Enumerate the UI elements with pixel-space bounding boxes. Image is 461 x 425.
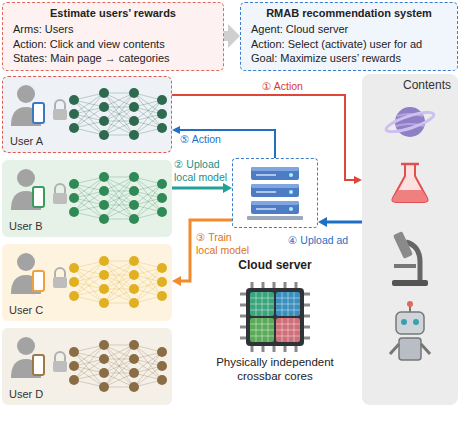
caption-box: Physically independent crossbar cores [195, 356, 355, 384]
flask-icon [392, 164, 427, 202]
data-arrow [180, 130, 275, 158]
edge-label: ⑤ Action [180, 133, 221, 145]
goal-box: Estimate users’ rewardsArms: UsersAction… [2, 2, 224, 71]
panel-grounds [2, 74, 458, 405]
crossbar-chip [240, 282, 310, 352]
edge-label-box: ① Action [262, 80, 322, 93]
edge-label: ④ Upload ad [288, 234, 348, 246]
planet-icon [384, 107, 435, 137]
server-icon [247, 167, 303, 220]
edge-label-box: ③ Train local model [196, 231, 254, 256]
edge-label-box: ② Upload local model [174, 158, 230, 183]
node-line: Goal: Maximize users’ rewards [247, 51, 451, 65]
flow-arrow [224, 31, 228, 41]
node-title: User D [9, 388, 172, 401]
node-line: Arms: Users [9, 22, 217, 36]
user-panel: User B [2, 160, 172, 237]
user-panel: User A [2, 76, 172, 153]
node-line: Agent: Cloud server [247, 22, 451, 36]
node-line: States: Main page → categories [9, 51, 217, 65]
server-box: Cloud server [232, 158, 318, 228]
edge-label-box: ⑤ Action [180, 133, 240, 146]
node-line: Action: Click and view contents [9, 37, 217, 51]
contents-panel: Contents [362, 74, 458, 405]
edge-label: ② Upload local model [174, 158, 227, 183]
edge-label: ① Action [262, 80, 303, 92]
node-title: RMAB recommendation system [247, 6, 451, 20]
system-box: RMAB recommendation systemAgent: Cloud s… [240, 2, 458, 71]
chip-label: Physically independent crossbar cores [216, 356, 334, 382]
node-title: Contents [369, 78, 451, 92]
node-title: Cloud server [233, 258, 317, 272]
node-title: User A [10, 135, 171, 148]
data-arrow [327, 221, 362, 224]
edge-label-box: ④ Upload ad [288, 234, 358, 247]
microscope-icon [392, 231, 428, 286]
node-line: Action: Select (activate) user for ad [247, 37, 451, 51]
node-title: User C [9, 304, 172, 317]
node-title: Estimate users’ rewards [9, 6, 217, 20]
local-models [69, 88, 167, 392]
robot-icon [390, 301, 430, 360]
user-panel: User C [2, 244, 172, 321]
data-arrow [172, 187, 223, 190]
node-title: User B [9, 220, 172, 233]
user-panel: User D [2, 328, 172, 405]
edge-label: ③ Train local model [196, 231, 249, 256]
